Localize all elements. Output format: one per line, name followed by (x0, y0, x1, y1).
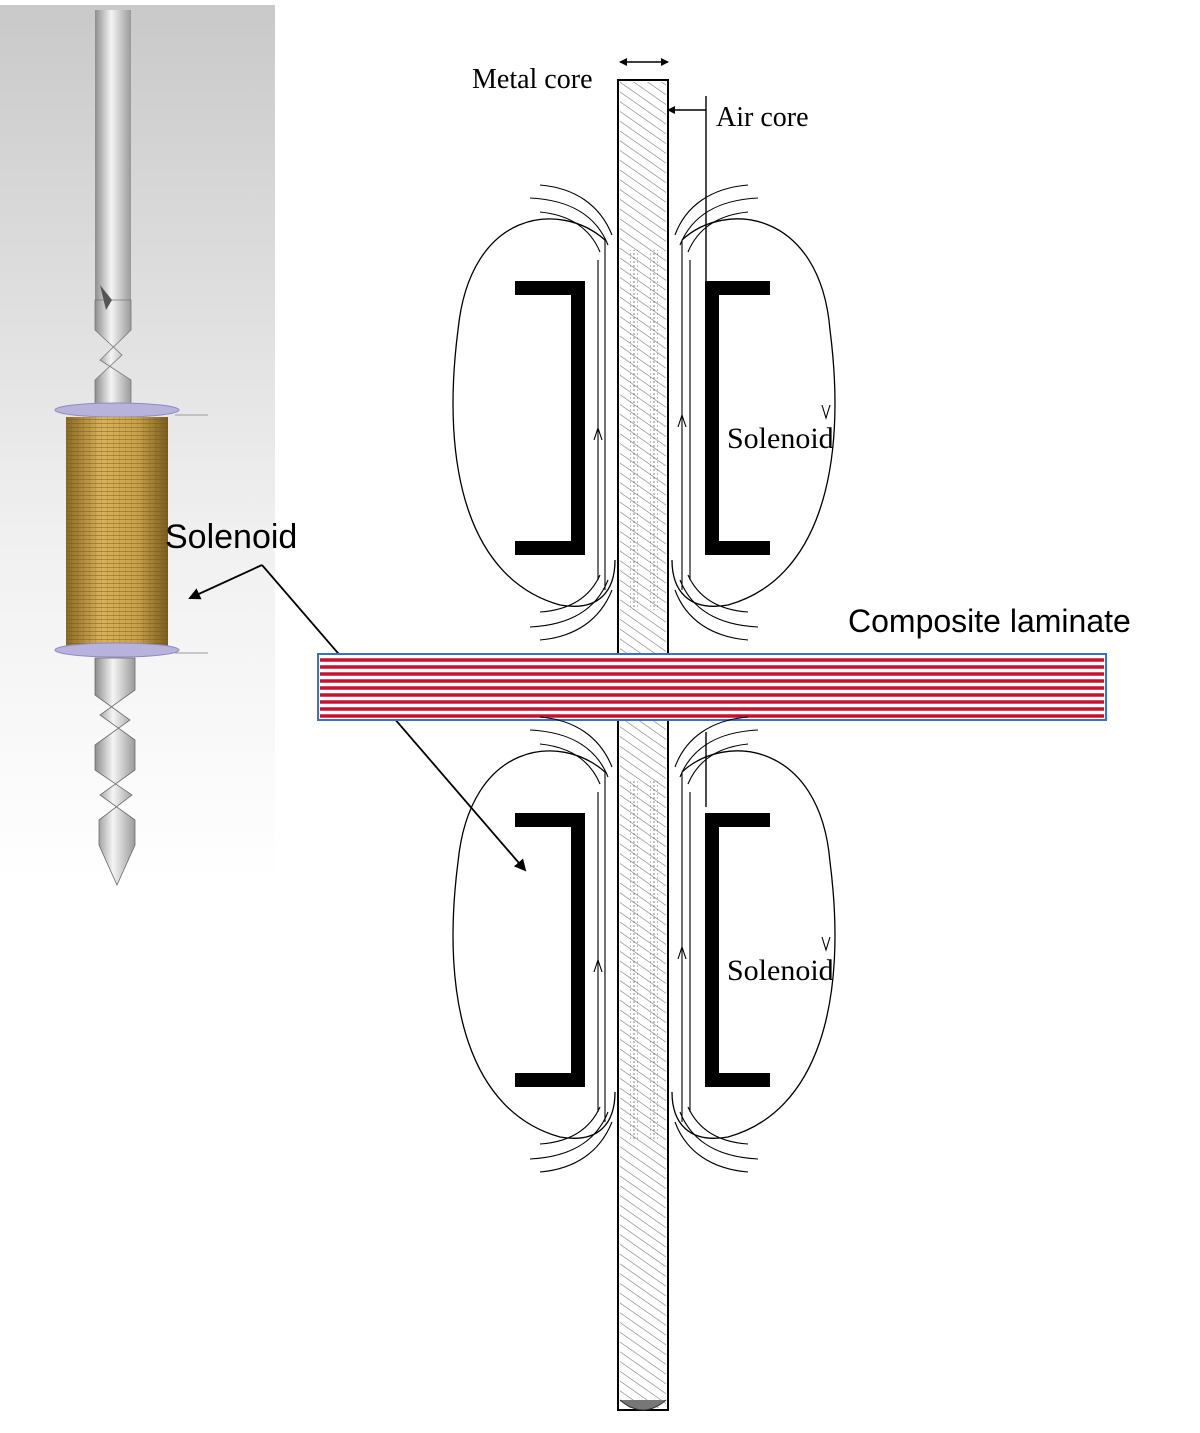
flux-arc (679, 1111, 759, 1160)
field-arrow-down (821, 404, 831, 420)
flux-arc (529, 729, 609, 778)
flux-arc (674, 716, 749, 768)
solenoid-label-upper: Solenoid (727, 422, 834, 455)
winding-bracket-left-lower (515, 813, 585, 1087)
flux-arc (529, 1111, 609, 1160)
air-core-right-lower (650, 780, 658, 1140)
flux-arc (687, 743, 749, 785)
metal-core-hatch (620, 82, 666, 1408)
air-core-right-upper (650, 250, 658, 610)
flux-arc (539, 184, 613, 236)
coil-bottom-flange (54, 642, 180, 658)
flux-arc (529, 579, 609, 628)
flux-arc (539, 574, 601, 613)
winding-bracket-left-upper (515, 281, 585, 555)
flux-arc (679, 197, 759, 246)
air-core-left-upper (630, 250, 638, 610)
flux-arc (539, 1121, 613, 1173)
flux-arc (674, 184, 749, 236)
laminate-plies (320, 658, 1104, 718)
field-arrow-up (677, 946, 687, 960)
air-core-left-lower (630, 780, 638, 1140)
solenoid-windings (66, 417, 168, 647)
flux-arc (539, 589, 613, 641)
field-arrow-up (593, 427, 603, 441)
field-loop-right-upper (671, 218, 836, 607)
schematic: Metal core Air core (317, 58, 1131, 1411)
rod-tip (619, 1399, 667, 1411)
flux-arc (539, 1106, 601, 1145)
flux-arc (674, 1121, 749, 1173)
field-loop-left-lower (452, 750, 616, 1139)
field-arrow-down (821, 936, 831, 952)
flux-arc (529, 197, 609, 246)
field-arrow-up (677, 414, 687, 428)
flux-arc (687, 1106, 749, 1145)
metal-core-label: Metal core (472, 64, 593, 95)
winding-bracket-right-upper (705, 281, 770, 555)
lower-solenoid-group (452, 716, 836, 1173)
drill-shank (95, 10, 131, 300)
arrow-to-render-coil (188, 564, 263, 600)
drill-render: Solenoid (0, 5, 297, 886)
flux-arc (539, 716, 613, 768)
flux-arc (687, 211, 749, 253)
solenoid-label-lower: Solenoid (727, 954, 834, 987)
upper-solenoid-group: Solenoid (452, 184, 836, 641)
composite-laminate: Composite laminate (317, 603, 1131, 721)
field-loop-right-lower (671, 750, 836, 1139)
flux-arc (679, 729, 759, 778)
winding-bracket-right-lower (705, 813, 770, 1087)
flux-arc (687, 574, 749, 613)
flux-arc (539, 743, 601, 785)
composite-laminate-label: Composite laminate (848, 603, 1131, 639)
field-arrow-up (593, 959, 603, 973)
field-loop-left-upper (452, 218, 616, 607)
coil-top-flange (54, 402, 180, 418)
flute-notch (100, 285, 112, 310)
solenoid-render-label: Solenoid (165, 518, 297, 556)
flux-arc (539, 211, 601, 253)
air-core-label: Air core (716, 102, 809, 133)
flux-arc (679, 579, 759, 628)
drill-lower-flute (94, 657, 136, 886)
flux-arc (674, 589, 749, 641)
